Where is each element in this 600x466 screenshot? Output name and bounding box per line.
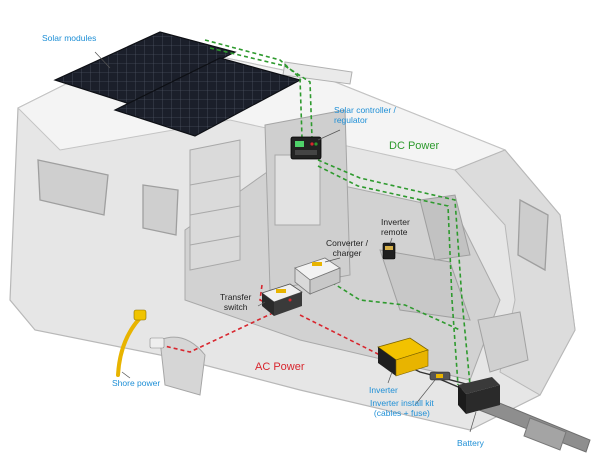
label-transfer-switch-line1: Transfer [220,292,252,302]
inverter-device [377,337,429,377]
label-solar-controller-line1: Solar controller / [334,105,396,115]
label-converter-line2: charger [332,248,362,258]
transfer-switch-device [261,283,303,316]
label-transfer-switch: Transfer switch [220,292,251,312]
label-battery: Battery [457,438,484,448]
converter-charger-device [294,257,341,295]
label-converter-line1: Converter / [326,238,369,248]
shore-power-cable [116,309,165,377]
label-transfer-switch-line2: switch [223,302,248,312]
inverter-remote-device [382,242,396,260]
label-install-kit: Inverter install kit (cables + fuse) [370,398,434,418]
label-inverter: Inverter [369,385,398,395]
label-inverter-remote-line2: remote [381,227,408,237]
label-install-kit-line1: Inverter install kit [370,398,434,408]
label-converter-charger: Converter / charger [326,238,368,258]
label-shore-power: Shore power [112,378,161,388]
label-leader-lines [94,51,477,433]
label-ac-power: AC Power [255,361,305,373]
label-solar-modules: Solar modules [42,33,97,43]
caravan-body [9,41,591,453]
dc-wiring [204,39,471,386]
label-install-kit-line2: (cables + fuse) [373,408,430,418]
solar-modules [53,31,302,137]
label-dc-power: DC Power [389,140,440,152]
solar-controller-device [290,136,322,160]
battery-device [458,377,500,414]
install-kit-device [429,371,451,381]
label-inverter-remote: Inverter remote [381,217,410,237]
label-inverter-remote-line1: Inverter [381,217,410,227]
label-solar-controller-line2: regulator [334,115,368,125]
label-solar-controller: Solar controller / regulator [334,105,396,125]
